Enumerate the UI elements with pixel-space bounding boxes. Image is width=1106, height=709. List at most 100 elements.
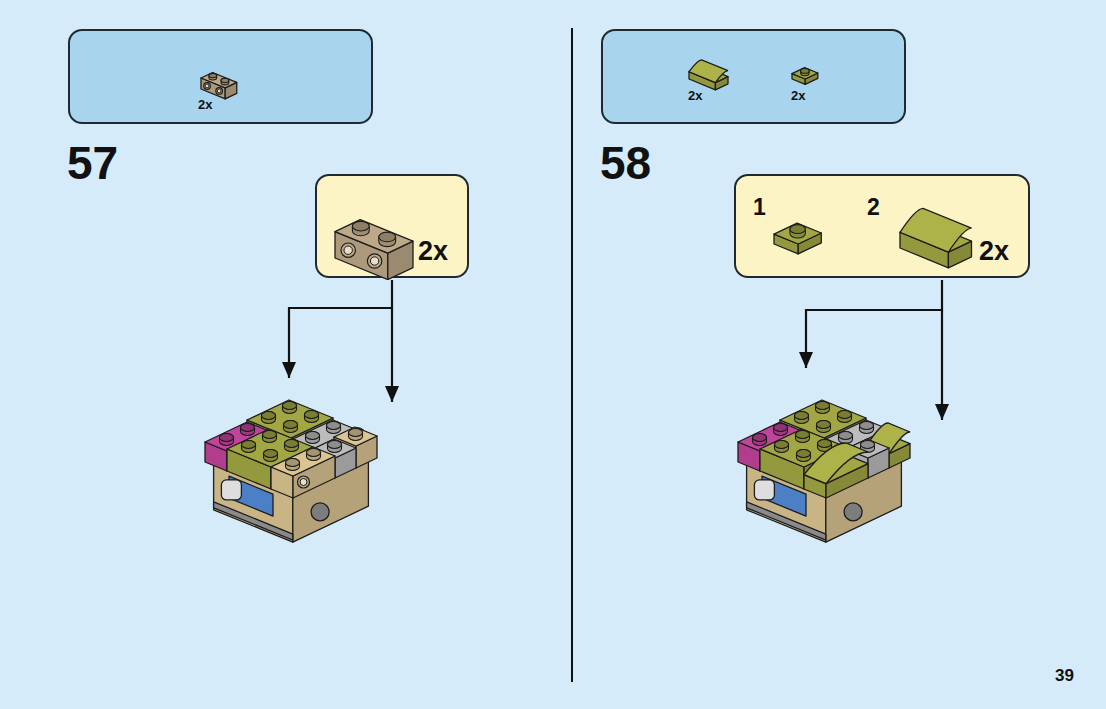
page-number: 39 [1055, 667, 1074, 684]
gray-strip [214, 502, 293, 540]
model-assembly [738, 400, 910, 542]
gray-clip [221, 480, 241, 500]
stud-top [790, 225, 805, 234]
side-stud-inner [300, 479, 307, 486]
stud-top [306, 432, 320, 440]
stud [284, 421, 298, 433]
stud [209, 73, 217, 80]
arrowhead [385, 386, 399, 402]
stud [797, 450, 811, 462]
stud-top [795, 412, 809, 420]
brick-icon-top [201, 73, 237, 88]
stud-top [283, 402, 297, 410]
stud-top [838, 411, 852, 419]
stud [221, 78, 229, 85]
gray-knob [844, 503, 862, 521]
stud [774, 424, 788, 436]
stud [790, 225, 805, 238]
curved-slope-top [689, 60, 728, 83]
stud-top [262, 412, 276, 420]
page-divider [571, 28, 573, 682]
stud [263, 431, 277, 443]
step-substep-number: 2 [867, 196, 880, 219]
stud-top [220, 434, 234, 442]
stud [796, 431, 810, 443]
leader-arrow [941, 310, 943, 420]
stud [795, 412, 809, 424]
stud-top [349, 429, 363, 437]
stud-top [797, 450, 811, 458]
tan-brick-top [271, 447, 335, 476]
part-icons [603, 31, 908, 126]
gray-strip [747, 502, 826, 540]
side-stud-inner [370, 257, 378, 265]
stud-top [817, 421, 831, 429]
stud-top [839, 432, 853, 440]
leader-arrow [806, 280, 942, 368]
stud [286, 459, 300, 471]
side-stud [298, 476, 310, 488]
gray-clip [754, 480, 774, 500]
stud [753, 434, 767, 446]
stud [327, 422, 341, 434]
stud [307, 449, 321, 461]
stud-top [816, 402, 830, 410]
stud [242, 441, 256, 453]
gray-knob [311, 503, 329, 521]
step-number: 57 [67, 140, 118, 186]
stud-top [242, 441, 256, 449]
quantity-label: 2x [418, 238, 448, 265]
stud [306, 432, 320, 444]
stud [775, 441, 789, 453]
stud [860, 422, 874, 434]
stud [349, 429, 363, 441]
side-stud-inner [205, 84, 209, 88]
stud [305, 411, 319, 423]
stud-top [753, 434, 767, 442]
stud-top [209, 73, 217, 77]
side-stud [204, 83, 211, 90]
quantity-label: 2x [979, 238, 1009, 265]
stud-top [775, 441, 789, 449]
arrowhead [282, 362, 296, 378]
stud [241, 424, 255, 436]
stud-top [305, 411, 319, 419]
stud-top [328, 441, 342, 449]
quantity-label: 2x [198, 98, 212, 111]
callout-box: 1 2 2x [734, 174, 1030, 278]
stud [379, 232, 396, 246]
model-assembly [205, 400, 377, 542]
stud-top [285, 440, 299, 448]
stud-top [861, 441, 875, 449]
side-stud [216, 88, 223, 95]
curved-slope-top [804, 443, 868, 484]
step-substep-number: 1 [753, 196, 766, 219]
stud-top [221, 78, 229, 82]
stud-top [327, 422, 341, 430]
stud-top [860, 422, 874, 430]
stud [328, 441, 342, 453]
stud [264, 450, 278, 462]
stud-top [286, 459, 300, 467]
step-number: 58 [600, 140, 651, 186]
leader-arrow [289, 280, 392, 378]
stud [816, 402, 830, 414]
stud-top [263, 431, 277, 439]
stud [285, 440, 299, 452]
plate-icon-top [774, 223, 821, 244]
part-icons [70, 31, 375, 126]
stud-top [801, 69, 809, 74]
curved-slope-top [900, 208, 972, 252]
parts-list-box: 2x2x [601, 29, 906, 124]
stud [817, 421, 831, 433]
stud [283, 402, 297, 414]
stud-top [307, 449, 321, 457]
stud-top [774, 424, 788, 432]
side-stud-inner [344, 246, 352, 254]
stud [838, 411, 852, 423]
side-stud-inner [217, 89, 221, 93]
side-stud [341, 243, 355, 257]
stud [801, 69, 809, 76]
stud-top [284, 421, 298, 429]
arrowhead [935, 404, 949, 420]
